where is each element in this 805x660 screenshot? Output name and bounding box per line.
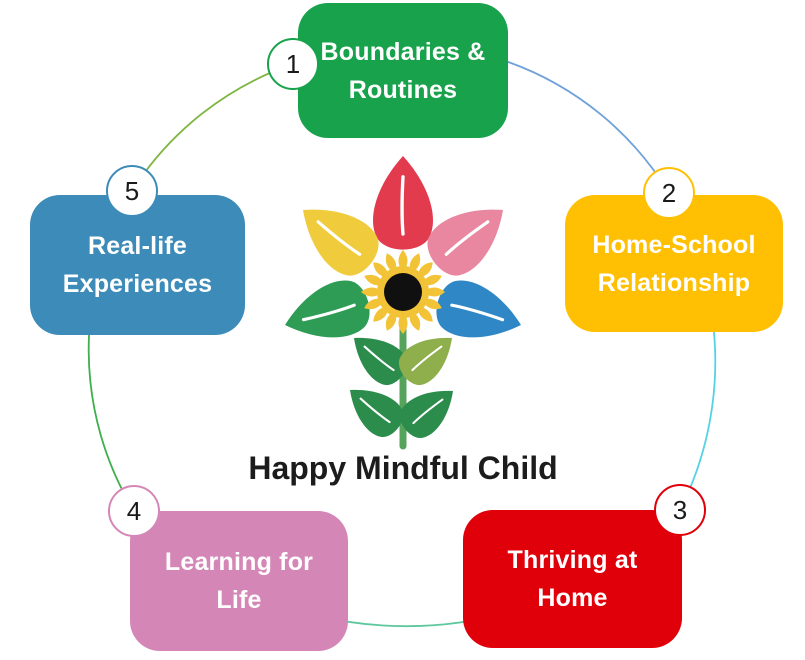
logo-title: Happy Mindful Child	[248, 450, 558, 486]
node-badge-1: 1	[267, 38, 319, 90]
stem-leaf-lower-left-icon	[337, 374, 410, 444]
petal-pink-icon	[417, 188, 521, 286]
sunflower-center-icon	[384, 273, 422, 311]
node-number: 2	[661, 177, 677, 208]
node-label-line: Routines	[348, 75, 458, 104]
node-box-real-life-experiences: Real-life Experiences	[30, 195, 245, 335]
node-number: 4	[126, 495, 142, 526]
node-badge-3: 3	[654, 484, 706, 536]
arc-segment-5-1	[131, 63, 294, 192]
node-box-home-school-relationship: Home-School Relationship	[565, 195, 783, 332]
petal-red-icon	[373, 156, 433, 250]
node-label-line: Home-School	[592, 230, 756, 259]
node-badge-4: 4	[108, 485, 160, 537]
node-badge-5: 5	[106, 165, 158, 217]
node-box-learning-for-life: Learning for Life	[130, 511, 348, 651]
sunflower-logo-icon	[277, 156, 529, 450]
node-box-boundaries-routines: Boundaries & Routines	[298, 3, 508, 138]
node-badge-2: 2	[643, 167, 695, 219]
node-box-thriving-at-home: Thriving at Home	[463, 510, 682, 648]
node-number: 3	[672, 494, 688, 525]
node-label-line: Thriving at	[507, 546, 638, 574]
node-label-line: Boundaries &	[320, 37, 486, 66]
node-label-line: Learning for	[164, 548, 314, 576]
petal-yellow-icon	[285, 188, 389, 286]
node-label-line: Experiences	[62, 270, 213, 298]
node-label-line: Real-life	[87, 232, 188, 260]
node-label-line: Relationship	[597, 268, 751, 297]
node-label-line: Life	[216, 586, 262, 614]
node-number: 1	[285, 48, 301, 79]
node-number: 5	[124, 175, 140, 206]
sunflower-head-icon	[361, 250, 445, 334]
node-label-line: Home	[537, 584, 608, 612]
